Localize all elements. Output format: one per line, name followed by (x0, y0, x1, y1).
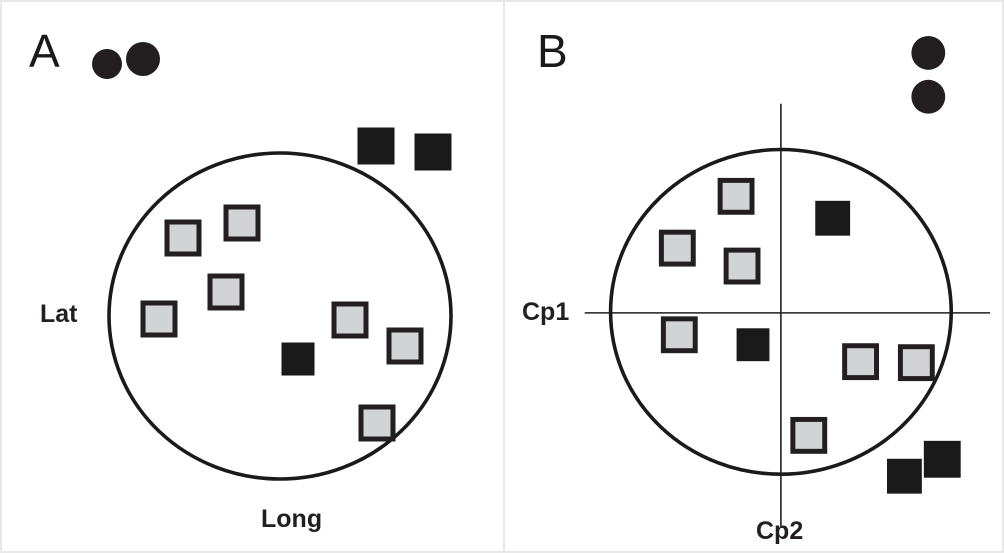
gray-square-marker-2[interactable] (658, 229, 696, 267)
legend-circle-1[interactable] (911, 35, 946, 70)
black-square-marker-2[interactable] (357, 127, 395, 165)
legend-circle-1[interactable] (92, 49, 122, 79)
panel-b: B Cp1 Cp2 (503, 2, 1002, 551)
panel-b-plot-area (584, 35, 991, 529)
gray-square-marker-6[interactable] (386, 327, 424, 365)
panel-b-y-axis-label: Cp1 (522, 298, 570, 326)
gray-square-marker-4[interactable] (660, 316, 698, 354)
panel-a-x-axis-label: Long (261, 505, 323, 533)
gray-square-marker-6[interactable] (897, 344, 935, 382)
panel-a-confidence-ellipse (107, 151, 453, 481)
black-square-marker-3[interactable] (414, 133, 452, 171)
black-square-marker-1[interactable] (815, 200, 851, 236)
legend-circle-2[interactable] (126, 42, 160, 76)
legend-circle-2[interactable] (911, 79, 946, 114)
gray-square-marker-5[interactable] (331, 301, 369, 339)
black-square-marker-4[interactable] (923, 440, 961, 478)
panel-b-x-axis-label: Cp2 (756, 517, 804, 545)
gray-square-marker-5[interactable] (842, 343, 880, 381)
panel-a: A Lat Long (2, 2, 503, 551)
gray-square-marker-1[interactable] (717, 177, 755, 215)
panel-a-y-axis-label: Lat (40, 300, 78, 328)
black-square-marker-2[interactable] (736, 328, 770, 362)
black-square-marker-3[interactable] (886, 458, 922, 494)
black-square-marker-1[interactable] (281, 342, 315, 376)
panel-b-letter: B (537, 25, 568, 77)
panel-a-letter: A (29, 25, 60, 77)
gray-square-marker-3[interactable] (723, 247, 761, 285)
gray-square-marker-7[interactable] (790, 416, 828, 454)
gray-square-marker-7[interactable] (358, 404, 396, 442)
gray-square-marker-2[interactable] (223, 204, 261, 242)
gray-square-marker-4[interactable] (140, 300, 178, 338)
panel-a-plot-area (92, 42, 453, 481)
gray-square-marker-1[interactable] (164, 219, 202, 257)
gray-square-marker-3[interactable] (207, 273, 245, 311)
panel-b-confidence-ellipse (608, 147, 954, 477)
